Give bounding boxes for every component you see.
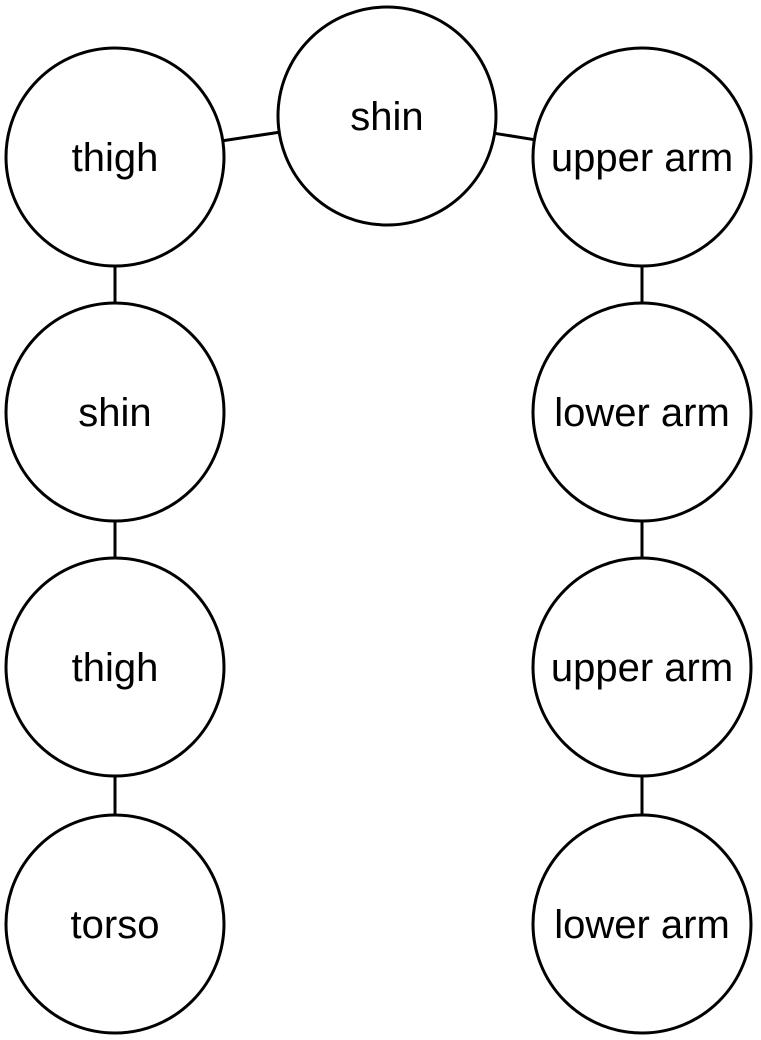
node-lower-arm-right1: lower arm: [531, 301, 753, 523]
node-label: thigh: [72, 646, 159, 690]
node-label: upper arm: [551, 136, 733, 180]
node-circle: [531, 556, 753, 778]
edge-shin-top-to-upper-arm-top: [494, 131, 535, 142]
node-label: lower arm: [554, 391, 730, 435]
node-circle: [4, 556, 226, 778]
edge-thigh-top-to-shin-top: [222, 130, 280, 143]
node-thigh-left: thigh: [4, 556, 226, 778]
node-shin-left: shin: [4, 301, 226, 523]
node-label: thigh: [72, 136, 159, 180]
node-label: shin: [78, 391, 151, 435]
node-label: upper arm: [551, 646, 733, 690]
node-label: torso: [71, 903, 160, 947]
node-circle: [4, 301, 226, 523]
node-upper-arm-right: upper arm: [531, 556, 753, 778]
node-circle: [276, 5, 498, 227]
node-circle: [531, 301, 753, 523]
node-circle: [4, 813, 226, 1035]
nodes-layer: thigh shin upper arm shin lower arm thigh uppe…: [4, 5, 753, 1035]
node-torso: torso: [4, 813, 226, 1035]
node-shin-top: shin: [276, 5, 498, 227]
node-thigh-top: thigh: [4, 46, 226, 268]
node-lower-arm-right2: lower arm: [531, 813, 753, 1035]
node-label: lower arm: [554, 903, 730, 947]
node-label: shin: [350, 95, 423, 139]
node-circle: [4, 46, 226, 268]
node-upper-arm-top: upper arm: [531, 46, 753, 268]
edges-layer: [113, 130, 644, 815]
node-circle: [531, 813, 753, 1035]
node-circle: [531, 46, 753, 268]
